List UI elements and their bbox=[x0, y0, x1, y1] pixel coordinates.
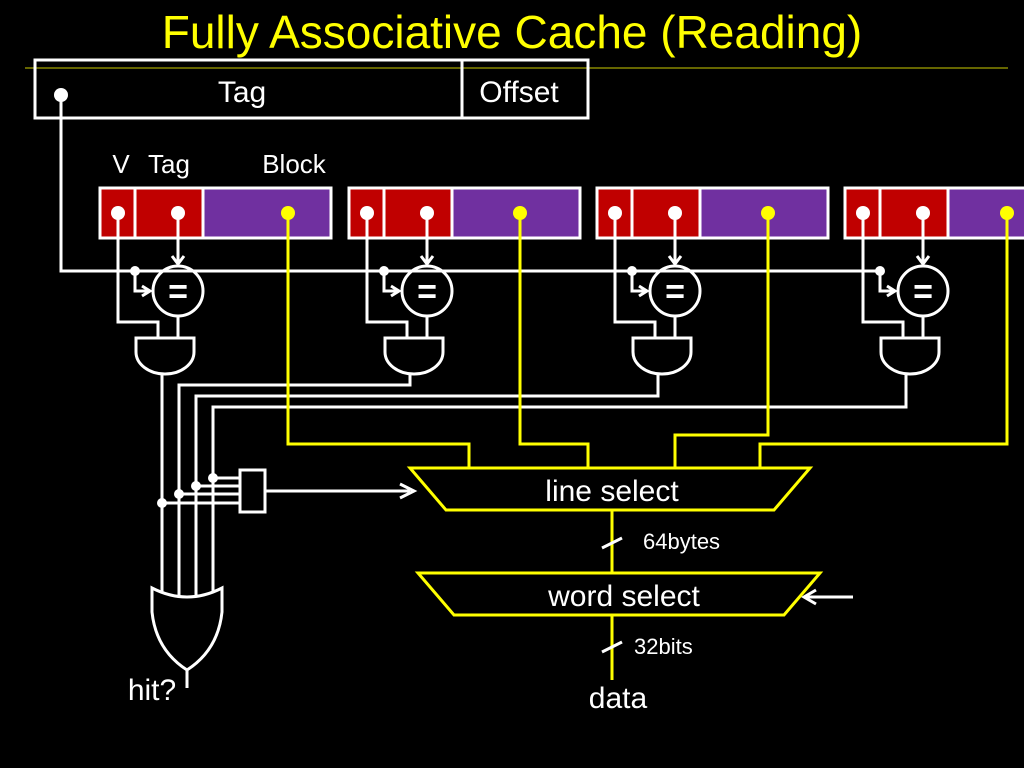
or-gate bbox=[150, 585, 224, 672]
bus-junction-dot bbox=[130, 266, 140, 276]
address-tag-label: Tag bbox=[218, 76, 266, 109]
line-select-label: line select bbox=[545, 475, 679, 508]
column-label-block: Block bbox=[262, 149, 327, 179]
comparator-symbol: = bbox=[168, 273, 188, 311]
block-cell bbox=[201, 186, 333, 240]
junction-dot bbox=[208, 473, 218, 483]
arrowhead bbox=[390, 284, 402, 298]
tag-cell bbox=[630, 186, 702, 240]
arrowhead bbox=[419, 255, 435, 267]
encoder-box bbox=[238, 468, 267, 514]
bus-junction-dot bbox=[875, 266, 885, 276]
block-data-wires bbox=[286, 213, 1009, 468]
and-gate bbox=[134, 336, 196, 376]
diagram-title: Fully Associative Cache (Reading) bbox=[162, 6, 863, 58]
data-output-label: data bbox=[589, 682, 648, 715]
tag-cell bbox=[382, 186, 454, 240]
addr-to-comparator-wire bbox=[382, 271, 397, 293]
column-label-valid: V bbox=[112, 149, 130, 179]
address-register: Tag Offset bbox=[33, 58, 590, 120]
arrowhead bbox=[886, 284, 898, 298]
bus-junction-dot bbox=[379, 266, 389, 276]
and-gate bbox=[631, 336, 693, 376]
cache-line-1 bbox=[98, 186, 333, 240]
column-label-tag: Tag bbox=[148, 149, 190, 179]
block-wire-1 bbox=[286, 213, 471, 468]
and-gate bbox=[879, 336, 941, 376]
word-select-label: word select bbox=[547, 580, 700, 613]
tag-cell bbox=[878, 186, 950, 240]
cache-line-2 bbox=[347, 186, 582, 240]
comparator-symbol: = bbox=[417, 273, 437, 311]
junction-dot bbox=[157, 498, 167, 508]
arrowhead bbox=[399, 482, 418, 500]
valid-to-and-wire bbox=[365, 213, 409, 338]
valid-to-and-wire bbox=[613, 213, 657, 338]
tag-broadcast-wire bbox=[59, 95, 880, 273]
encoder bbox=[162, 468, 418, 514]
line-select-mux bbox=[406, 466, 814, 512]
arrowhead bbox=[638, 284, 650, 298]
arrowhead bbox=[170, 255, 186, 267]
block-wire-4 bbox=[758, 213, 1009, 468]
junction-dot bbox=[174, 489, 184, 499]
bus-width-label-32: 32bits bbox=[634, 634, 693, 659]
bus-junction-dot bbox=[627, 266, 637, 276]
block-cell bbox=[946, 186, 1024, 240]
arrowhead bbox=[801, 588, 817, 606]
bus-width-slash bbox=[601, 536, 623, 550]
tag-cell bbox=[133, 186, 205, 240]
addr-to-comparator-wire bbox=[878, 271, 893, 293]
cache-line-4 bbox=[843, 186, 1024, 240]
block-wire-3 bbox=[673, 213, 770, 468]
address-offset-label: Offset bbox=[479, 76, 559, 109]
junction-dot bbox=[191, 481, 201, 491]
address-box bbox=[33, 58, 590, 120]
valid-to-and-wire bbox=[116, 213, 160, 338]
valid-to-and-wire bbox=[861, 213, 905, 338]
word-select-mux bbox=[414, 571, 824, 617]
and-output-wire bbox=[194, 374, 660, 596]
arrowhead bbox=[141, 284, 153, 298]
hit-output-label: hit? bbox=[128, 674, 176, 707]
cache-line-3 bbox=[595, 186, 830, 240]
and-gate bbox=[383, 336, 445, 376]
block-wire-2 bbox=[518, 213, 590, 468]
addr-to-comparator-wire bbox=[630, 271, 645, 293]
bus-width-slash bbox=[601, 640, 623, 654]
bus-width-label-64: 64bytes bbox=[643, 529, 720, 554]
addr-to-comparator-wire bbox=[133, 271, 148, 293]
comparator-symbol: = bbox=[913, 273, 933, 311]
arrowhead bbox=[915, 255, 931, 267]
arrowhead bbox=[667, 255, 683, 267]
comparator-symbol: = bbox=[665, 273, 685, 311]
